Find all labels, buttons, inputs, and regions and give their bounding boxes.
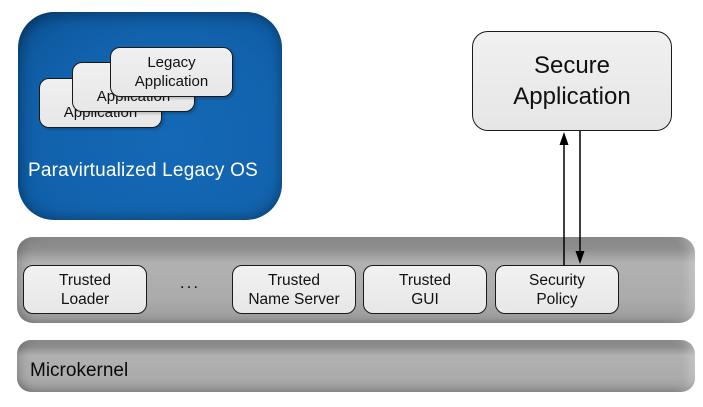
trusted-gui-label-line1: Trusted [399,271,451,289]
security-policy-label-line2: Policy [536,290,578,308]
trusted-loader-node: Trusted Loader [23,265,147,314]
security-policy-node: Security Policy [495,265,619,314]
trusted-services-bar: Trusted Loader ... Trusted Name Server T… [17,237,695,323]
trusted-name-server-label-line1: Trusted [268,271,320,289]
microkernel-bar: Microkernel [17,340,695,392]
trusted-name-server-label-line2: Name Server [248,290,340,308]
legacy-application-label-line2: Application [134,73,209,90]
legacy-application-label-line1: Legacy [147,54,196,71]
secure-application-label-line2: Application [513,83,631,110]
legacy-application-node-front: Legacy Application [110,47,233,97]
microkernel-label: Microkernel [30,360,129,381]
services-ellipsis: ... [179,273,201,292]
secure-application-node: Secure Application [472,31,672,131]
trusted-loader-label-line2: Loader [60,290,110,308]
trusted-gui-node: Trusted GUI [363,265,487,314]
legacy-os-block: Legacy Application Legacy Application Le… [18,12,282,220]
legacy-os-label: Paravirtualized Legacy OS [28,160,258,181]
trusted-loader-label-line1: Trusted [59,271,111,289]
trusted-name-server-node: Trusted Name Server [232,265,356,314]
secure-application-label-line1: Secure [533,52,611,79]
trusted-gui-label-line2: GUI [411,290,439,308]
security-policy-label-line1: Security [529,271,585,289]
